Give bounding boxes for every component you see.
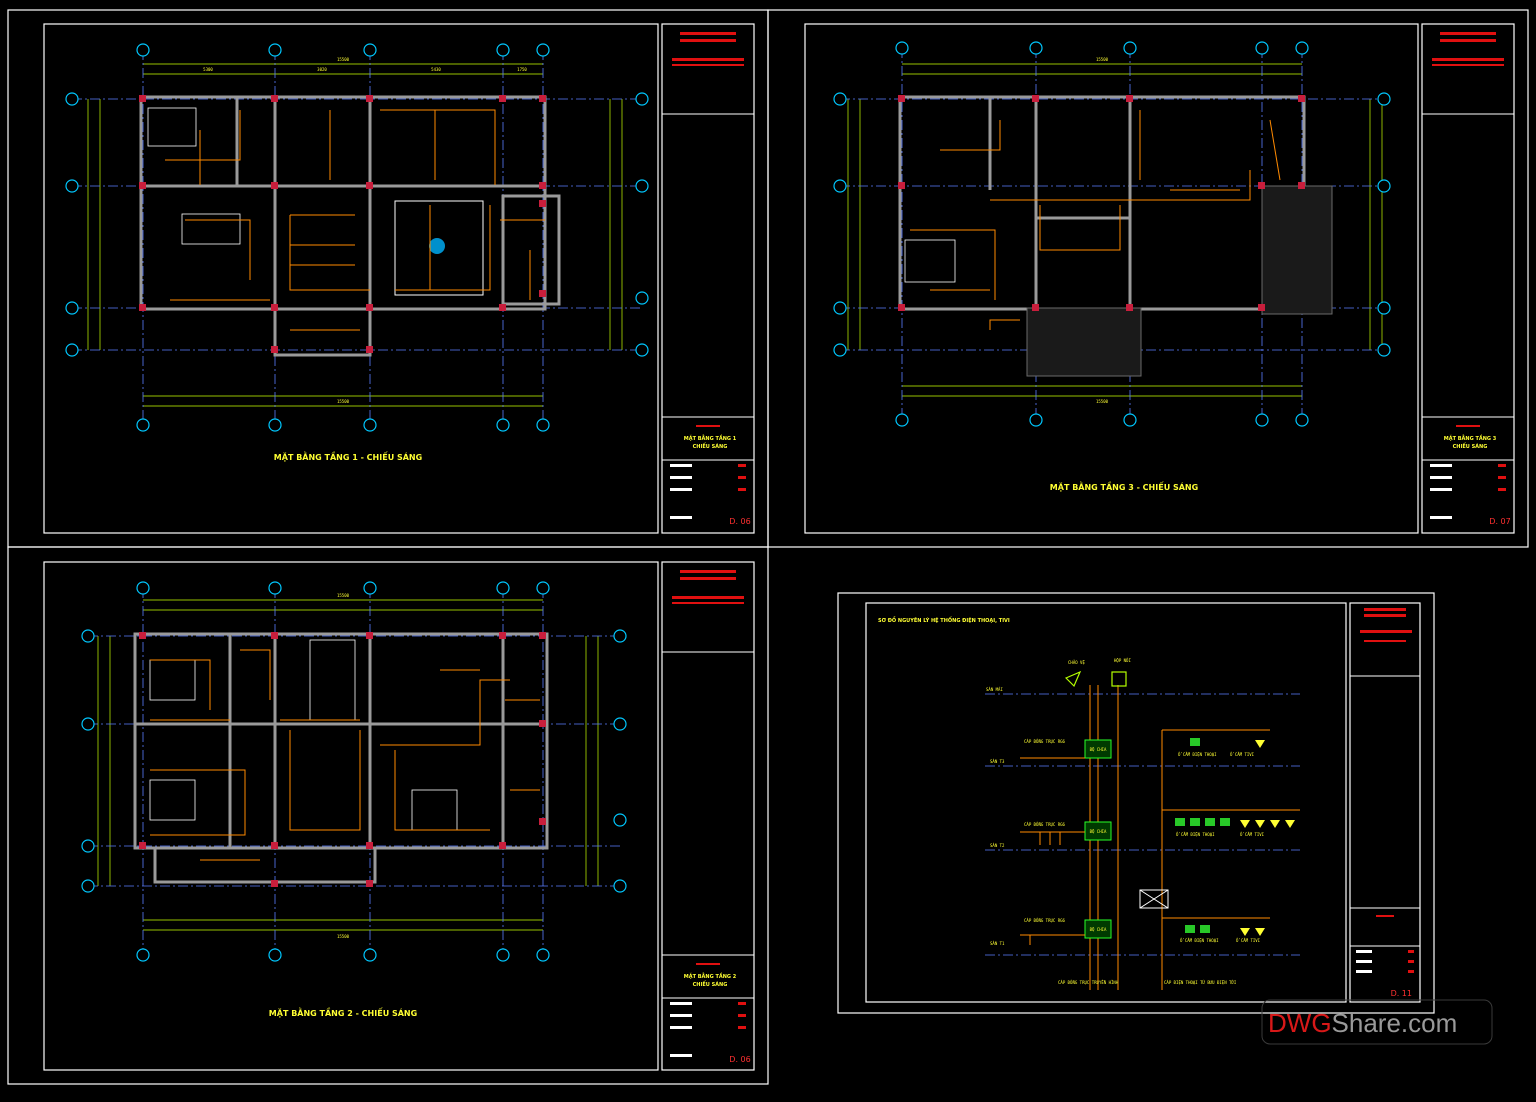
floor-label-1: SÀN T1 — [990, 941, 1005, 946]
sheet-3-walls — [898, 95, 1333, 377]
splitter-label-3: BỘ CHIA — [1090, 747, 1107, 752]
sheet-4-risers — [1089, 685, 1300, 990]
watermark: DWGShare.com — [1261, 999, 1493, 1045]
sheet-4-title: SƠ ĐỒ NGUYÊN LÝ HỆ THỐNG ĐIỆN THOẠI, TIV… — [878, 615, 1010, 624]
sheet-2-title-block — [661, 561, 755, 1071]
junction-box-icon — [1111, 671, 1127, 687]
splitter-floor-3 — [1084, 739, 1112, 759]
sheet-2-dimensions: 15500 15500 — [97, 593, 599, 939]
sheet-4-tv-branches — [1020, 757, 1085, 945]
sheet-4-splitters: BỘ CHIA BỘ CHIA BỘ CHIA — [1084, 739, 1169, 939]
sheet-1-title-block-details — [662, 32, 754, 519]
splitter-label-1: BỘ CHIA — [1090, 927, 1107, 932]
sheet-2-columns — [139, 632, 546, 887]
watermark-text: DWGShare.com — [1268, 1008, 1457, 1038]
phone-distribution-box-icon — [1139, 889, 1169, 909]
antenna-label: CHẢO VỆ — [1068, 660, 1085, 665]
sheet-4-floor-lines — [985, 693, 1300, 956]
sheet-1-walls — [139, 95, 561, 357]
sheet-2-dim-total-top: 15500 — [337, 593, 350, 598]
quadrant-frame-top-left — [7, 9, 769, 548]
quadrant-frame-top-right — [767, 9, 1529, 548]
sheet-1-lighting-circuits — [165, 109, 545, 331]
sheet-1-dim-total-top: 15500 — [337, 57, 350, 62]
sheet-4-outer-frame — [837, 592, 1435, 1014]
sheet-4-phone-outlets — [1175, 738, 1295, 936]
sheet-2-dim-total-bottom: 15500 — [337, 934, 350, 939]
sheet-3-title-block — [1421, 23, 1515, 534]
sheet-2-drawing-border — [43, 561, 659, 1071]
sheet-4-title-block-details — [1350, 608, 1420, 973]
sheet-3-dim-total-bottom: 15500 — [1096, 399, 1109, 404]
tv-outlet-label-3: Ổ CẮM TIVI — [1230, 752, 1255, 757]
sheet-1-dim-c: 5430 — [431, 67, 441, 72]
tv-cable-label-1: CÁP ĐỒNG TRỤC RG6 — [1024, 918, 1066, 923]
sheet-2-lighting-circuits — [150, 649, 540, 861]
sheet-1-drawing-border — [43, 23, 659, 534]
sheet-3-title-block-details — [1422, 32, 1514, 519]
sheet-3-dim-total-top: 15500 — [1096, 57, 1109, 62]
sheet-2-walls — [133, 632, 549, 884]
sheet-3-columns — [898, 95, 1305, 311]
sheet-floor-2: MẶT BẰNG TẦNG 2 CHIẾU SÁNG D. 06 MẶT BẰN… — [43, 561, 755, 1071]
sheet-1-dim-b: 3020 — [317, 67, 327, 72]
tv-cable-label-3: CÁP ĐỒNG TRỤC RG6 — [1024, 739, 1066, 744]
sheet-tv-phone-schematic: D. 11 SƠ ĐỒ NGUYÊN LÝ HỆ THỐNG ĐIỆN THOẠ… — [837, 592, 1435, 1014]
sheet-2-title: MẶT BẰNG TẦNG 2 - CHIẾU SÁNG — [269, 1006, 417, 1018]
floor-label-3: SÀN T3 — [990, 759, 1005, 764]
phone-outlet-label-1: Ổ CẮM ĐIỆN THOẠI — [1180, 938, 1219, 943]
splitter-floor-2 — [1084, 821, 1112, 841]
sheet-3-title: MẶT BẰNG TẦNG 3 - CHIẾU SÁNG — [1050, 480, 1198, 492]
sheet-1-dim-a: 5300 — [203, 67, 213, 72]
sheet-3-lighting-circuits — [910, 110, 1281, 330]
sheet-floor-1: MẶT BẰNG TẦNG 1 CHIẾU SÁNG D. 06 MẶT BẰN… — [43, 23, 755, 534]
sheet-3-drawing-border — [804, 23, 1419, 534]
trunk-tv-label: CÁP ĐỒNG TRỤC TRUYỀN HÌNH — [1058, 980, 1119, 985]
sheet-1-tb-title: MẶT BẰNG TẦNG 1 — [684, 433, 737, 442]
sheet-2-title-block-details — [662, 570, 754, 1057]
sheet-1-columns — [139, 95, 546, 353]
splitter-label-2: BỘ CHIA — [1090, 829, 1107, 834]
sheet-3-axis-bubbles — [833, 41, 1391, 427]
phone-outlet-label-2: Ổ CẮM ĐIỆN THOẠI — [1176, 832, 1215, 837]
antenna-icon — [1064, 670, 1082, 688]
sheet-1-title: MẶT BẰNG TẦNG 1 - CHIẾU SÁNG — [274, 450, 422, 462]
sheet-2-tb-subtitle: CHIẾU SÁNG — [693, 980, 728, 988]
tv-cable-label-2: CÁP ĐỒNG TRỤC RG6 — [1024, 822, 1066, 827]
sheet-3-tb-subtitle: CHIẾU SÁNG — [1453, 442, 1488, 450]
splitter-floor-1 — [1084, 919, 1112, 939]
sheet-4-drawing-border — [865, 602, 1347, 1003]
sheet-1-number: D. 06 — [729, 517, 750, 526]
sheet-floor-3: MẶT BẰNG TẦNG 3 CHIẾU SÁNG D. 07 MẶT BẰN… — [804, 23, 1515, 534]
sheet-3-number: D. 07 — [1489, 517, 1510, 526]
quadrant-frame-bottom-left — [7, 546, 769, 1085]
trunk-phone-label: CÁP ĐIỆN THOẠI TỪ BƯU ĐIỆN TỚI — [1164, 980, 1237, 985]
sheet-4-number: D. 11 — [1391, 989, 1412, 998]
sheet-3-tb-title: MẶT BẰNG TẦNG 3 — [1444, 433, 1497, 442]
sheet-1-axis-bubbles — [65, 43, 649, 432]
sheet-1-tb-subtitle: CHIẾU SÁNG — [693, 442, 728, 450]
sheet-1-grid-lines — [72, 50, 642, 425]
sheet-4-title-block — [1349, 602, 1421, 1003]
junction-box-label: HỘP NỐI — [1114, 658, 1131, 663]
sheet-1-dimensions: 15500 5300 3020 5430 1750 15500 — [87, 57, 623, 407]
floor-label-roof: SÀN MÁI — [986, 687, 1003, 692]
sheet-1-dim-d: 1750 — [517, 67, 527, 72]
sheet-1-title-block — [661, 23, 755, 534]
sheet-2-axis-bubbles — [81, 581, 627, 962]
sheet-2-tb-title: MẶT BẰNG TẦNG 2 — [684, 971, 737, 980]
tv-outlet-label-1: Ổ CẮM TIVI — [1236, 938, 1261, 943]
sheet-1-dim-total-bottom: 15500 — [337, 399, 350, 404]
sheet-2-grid-lines — [88, 588, 620, 955]
phone-outlet-label-3: Ổ CẮM ĐIỆN THOẠI — [1178, 752, 1217, 757]
floor-label-2: SÀN T2 — [990, 843, 1005, 848]
sheet-2-number: D. 06 — [729, 1055, 750, 1064]
tv-outlet-label-2: Ổ CẮM TIVI — [1240, 832, 1265, 837]
